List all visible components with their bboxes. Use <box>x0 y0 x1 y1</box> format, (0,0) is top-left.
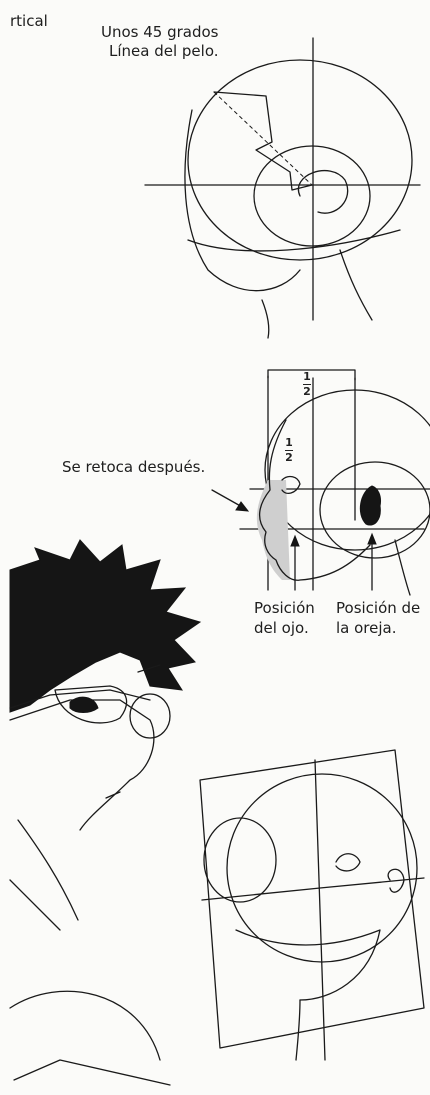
retouch-arrow-head <box>235 501 250 512</box>
neck-back-1 <box>339 249 373 321</box>
ear-position-line-2: la oreja. <box>336 619 397 637</box>
ear-position-line-1: Posición de <box>336 599 421 617</box>
retouch-shading <box>256 480 290 580</box>
partial-figure-bottom <box>9 990 171 1086</box>
glasses-bar <box>9 689 151 709</box>
jaw-curve-1 <box>184 109 301 292</box>
ear-2 <box>359 485 381 526</box>
eye-2 <box>281 475 301 495</box>
face-outline-3 <box>9 699 155 831</box>
half-mark-top-num: 1 <box>303 370 311 383</box>
half-mark-top: 1 2 <box>301 371 313 398</box>
jaw-4 <box>235 929 381 1001</box>
ear-pointer-head <box>367 532 377 545</box>
half-mark-face: 1 2 <box>283 437 295 464</box>
half-mark-face-num: 1 <box>285 436 293 449</box>
inner-ear-circle-1 <box>253 145 371 247</box>
angle-note-line-2: Línea del pelo. <box>109 42 219 60</box>
hairline-path <box>213 91 313 191</box>
eye-position-line-2: del ojo. <box>254 619 309 637</box>
head-construction-figure-4 <box>199 749 425 1061</box>
perspective-box <box>199 749 425 1049</box>
ear-spiral-1 <box>297 170 349 214</box>
inner-circle-2 <box>319 461 430 559</box>
glasses-lens <box>54 685 128 724</box>
head-construction-figure-1 <box>144 37 421 339</box>
angle-note-line-1: Unos 45 grados <box>101 23 219 41</box>
cheek-arc-1 <box>187 229 401 252</box>
retouch-note: Se retoca después. <box>62 458 206 476</box>
eye-pointer-head <box>290 534 300 547</box>
eye-line-4 <box>201 877 425 901</box>
mouth-3 <box>105 791 121 799</box>
vertical-axis-4 <box>314 759 326 1061</box>
angle-45-line <box>213 91 313 186</box>
neck-4 <box>295 999 301 1061</box>
head-construction-figure-2 <box>211 369 430 596</box>
half-mark-top-den: 2 <box>303 385 311 398</box>
glasses-lens-side <box>129 693 171 739</box>
ear-detail-4 <box>387 868 405 893</box>
neck-2 <box>394 539 411 596</box>
partial-arc <box>9 990 161 1061</box>
spiky-hair <box>9 539 202 713</box>
cranium-circle-1 <box>187 59 413 261</box>
face-profile-2 <box>259 419 371 581</box>
boy-with-glasses-illustration <box>9 539 202 931</box>
cranium-circle-4 <box>226 773 418 963</box>
half-mark-face-den: 2 <box>285 451 293 464</box>
corner-text-fragment: rtical <box>10 12 48 30</box>
neck-3b <box>9 879 61 931</box>
half-bracket <box>267 369 356 381</box>
eye-position-line-1: Posición <box>254 599 315 617</box>
neck-front-1 <box>261 299 270 339</box>
neck-3 <box>17 819 79 921</box>
ear-circle-4 <box>203 817 277 903</box>
eye-4 <box>335 853 361 872</box>
eye-3 <box>69 696 99 713</box>
eyebrow-3 <box>137 664 161 673</box>
partial-shape <box>13 1059 171 1086</box>
